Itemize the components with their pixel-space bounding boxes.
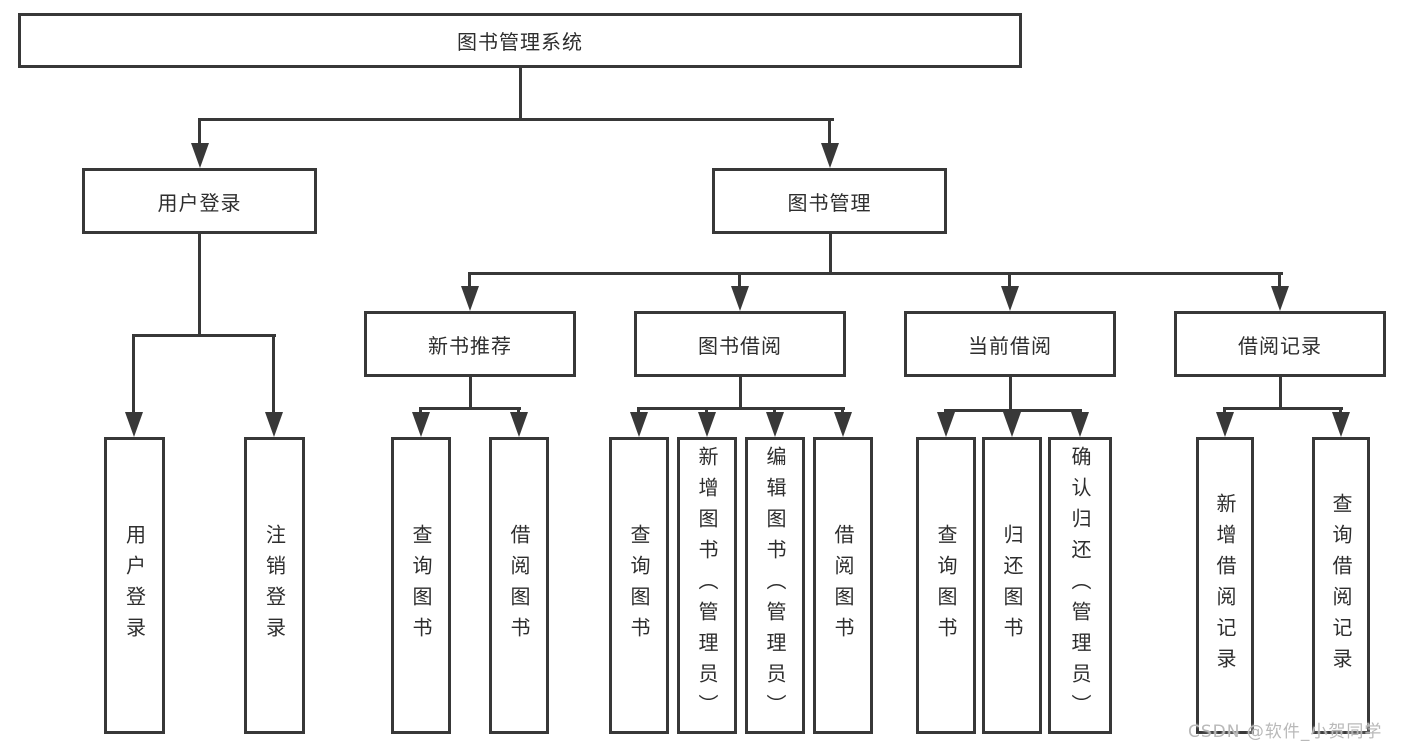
connector-line — [468, 272, 1283, 275]
node-current-borrowing: 当前借阅 — [904, 311, 1116, 377]
node-label: 查询图书 — [934, 523, 958, 648]
connector-arrow-stem — [198, 118, 201, 148]
node-borrowing-records: 借阅记录 — [1174, 311, 1386, 377]
node-label: 查询图书 — [409, 523, 433, 648]
node-label: 查询借阅记录 — [1329, 492, 1353, 679]
node-label: 用户登录 — [122, 523, 147, 648]
arrowhead-down-icon — [264, 412, 283, 437]
leaf-confirm-return-admin: 确认归还（管理员） — [1048, 437, 1112, 734]
connector-line — [519, 68, 522, 118]
node-label: 图书管理 — [787, 190, 872, 215]
connector-line — [1279, 377, 1282, 409]
leaf-borrow-books: 借阅图书 — [813, 437, 873, 734]
connector-line — [133, 334, 276, 337]
arrowhead-down-icon — [833, 412, 852, 437]
connector-arrow-stem — [1278, 272, 1281, 294]
arrowhead-down-icon — [509, 412, 528, 437]
leaf-user-login: 用户登录 — [104, 437, 165, 734]
leaf-add-borrow-record: 新增借阅记录 — [1196, 437, 1254, 734]
leaf-query-borrow-record: 查询借阅记录 — [1312, 437, 1370, 734]
arrowhead-down-icon — [1331, 412, 1350, 437]
connector-arrow-stem — [468, 272, 471, 294]
node-label: 用户登录 — [157, 190, 242, 215]
arrowhead-down-icon — [1270, 286, 1289, 311]
leaf-return-books: 归还图书 — [982, 437, 1042, 734]
arrowhead-down-icon — [1215, 412, 1234, 437]
arrowhead-down-icon — [124, 412, 143, 437]
node-label: 新增图书（管理员） — [695, 446, 719, 725]
connector-line — [1009, 377, 1012, 411]
arrowhead-down-icon — [697, 412, 716, 437]
arrowhead-down-icon — [820, 143, 839, 168]
node-book-management: 图书管理 — [712, 168, 947, 234]
arrowhead-down-icon — [936, 412, 955, 437]
arrowhead-down-icon — [730, 286, 749, 311]
leaf-query-books-recommend: 查询图书 — [391, 437, 451, 734]
node-label: 借阅图书 — [831, 523, 855, 648]
connector-line — [945, 409, 1082, 412]
node-label: 编辑图书（管理员） — [763, 446, 787, 725]
leaf-add-books-admin: 新增图书（管理员） — [677, 437, 737, 734]
connector-line — [1224, 407, 1343, 410]
connector-arrow-stem — [828, 118, 831, 148]
arrowhead-down-icon — [1070, 412, 1089, 437]
connector-line — [469, 377, 472, 409]
arrowhead-down-icon — [765, 412, 784, 437]
connector-line — [420, 407, 521, 410]
connector-arrow-stem — [272, 334, 275, 416]
connector-arrow-stem — [1008, 272, 1011, 294]
arrowhead-down-icon — [460, 286, 479, 311]
arrowhead-down-icon — [629, 412, 648, 437]
node-new-book-recommendation: 新书推荐 — [364, 311, 576, 377]
arrowhead-down-icon — [190, 143, 209, 168]
node-label: 确认归还（管理员） — [1068, 446, 1092, 725]
node-label: 归还图书 — [1000, 523, 1024, 648]
connector-line — [739, 377, 742, 409]
arrowhead-down-icon — [1000, 286, 1019, 311]
node-label: 图书管理系统 — [457, 30, 583, 54]
node-label: 图书借阅 — [698, 333, 782, 358]
node-label: 查询图书 — [627, 523, 651, 648]
connector-line — [638, 407, 845, 410]
csdn-watermark: CSDN @软件_小贺同学 — [1188, 722, 1383, 742]
connector-arrow-stem — [738, 272, 741, 294]
node-label: 借阅记录 — [1238, 333, 1322, 358]
node-label: 当前借阅 — [968, 333, 1052, 358]
node-book-management-system: 图书管理系统 — [18, 13, 1022, 68]
leaf-edit-books-admin: 编辑图书（管理员） — [745, 437, 805, 734]
connector-line — [829, 234, 832, 272]
leaf-borrow-books-recommend: 借阅图书 — [489, 437, 549, 734]
arrowhead-down-icon — [411, 412, 430, 437]
arrowhead-down-icon — [1002, 412, 1021, 437]
connector-arrow-stem — [132, 334, 135, 416]
leaf-query-books-current: 查询图书 — [916, 437, 976, 734]
leaf-query-books-borrowing: 查询图书 — [609, 437, 669, 734]
connector-line — [198, 118, 834, 121]
node-label: 新增借阅记录 — [1213, 492, 1237, 679]
node-user-login: 用户登录 — [82, 168, 317, 234]
leaf-logout: 注销登录 — [244, 437, 305, 734]
node-label: 新书推荐 — [428, 333, 512, 358]
node-label: 借阅图书 — [507, 523, 531, 648]
connector-line — [198, 234, 201, 337]
node-label: 注销登录 — [262, 523, 287, 648]
node-book-borrowing: 图书借阅 — [634, 311, 846, 377]
